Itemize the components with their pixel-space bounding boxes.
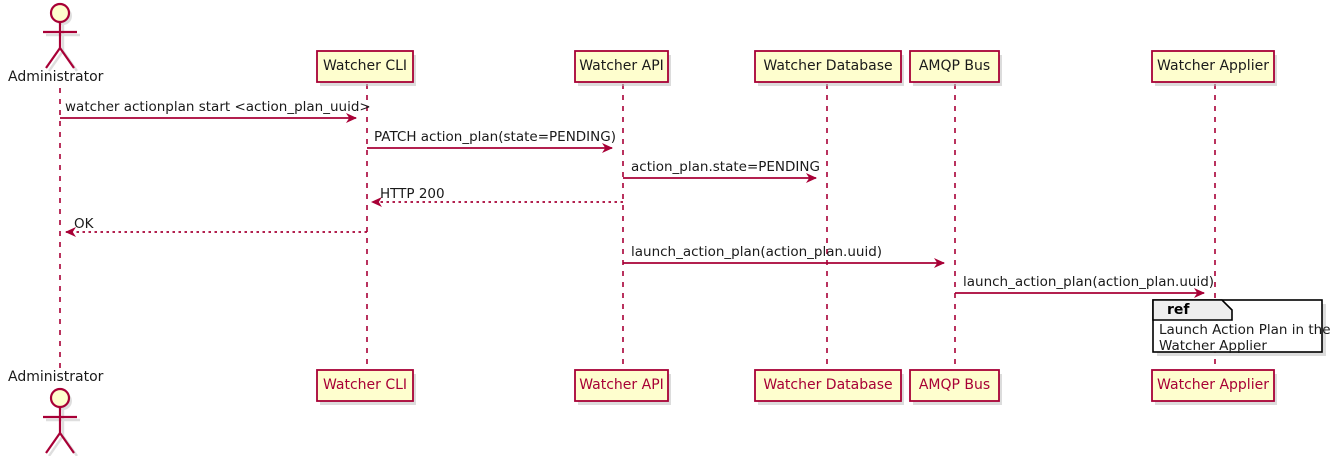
participant-label-watcher-applier-bottom: Watcher Applier xyxy=(1157,377,1269,393)
participant-label-watcher-api-top: Watcher API xyxy=(579,58,664,74)
participant-label-amqp-bus-bottom: AMQP Bus xyxy=(918,377,991,393)
ref-block-shape xyxy=(1152,299,1326,356)
actor-head-icon-bottom xyxy=(49,387,71,409)
participant-label-watcher-cli-bottom: Watcher CLI xyxy=(322,377,408,393)
participant-box-amqp-bus-top[interactable] xyxy=(909,50,1000,83)
actor-head-icon xyxy=(49,2,71,24)
ref-block-tab xyxy=(1152,299,1233,321)
ref-block-line-1: Launch Action Plan in the xyxy=(1159,322,1330,338)
participant-box-watcher-applier-bottom[interactable] xyxy=(1151,369,1275,402)
lifelines xyxy=(59,84,1216,370)
message-label-action-plan-state-pending: action_plan.state=PENDING xyxy=(631,159,820,175)
participant-box-watcher-applier-top[interactable] xyxy=(1151,50,1275,83)
message-label-http-200: HTTP 200 xyxy=(380,186,445,202)
participant-label-watcher-database-top: Watcher Database xyxy=(763,58,893,74)
actor-label-administrator-top: Administrator xyxy=(8,69,104,85)
participant-label-watcher-database-bottom: Watcher Database xyxy=(763,377,893,393)
participant-label-watcher-applier-top: Watcher Applier xyxy=(1157,58,1269,74)
ref-block-tab-label: ref xyxy=(1167,302,1190,318)
message-label-launch-action-plan-bus-to-applier: launch_action_plan(action_plan.uuid) xyxy=(963,274,1215,290)
message-label-actionplan-start: watcher actionplan start <action_plan_uu… xyxy=(65,99,371,115)
participant-label-watcher-cli-top: Watcher CLI xyxy=(322,58,408,74)
participant-box-watcher-cli-bottom[interactable] xyxy=(316,369,414,402)
participant-boxes-bottom xyxy=(316,369,1277,405)
message-label-launch-action-plan-api-to-bus: launch_action_plan(action_plan.uuid) xyxy=(631,244,883,260)
participant-box-watcher-api-top[interactable] xyxy=(574,50,669,83)
participant-box-watcher-api-bottom[interactable] xyxy=(574,369,669,402)
ref-block-line-2: Watcher Applier xyxy=(1159,338,1267,354)
actor-administrator-bottom xyxy=(43,387,80,456)
participant-box-watcher-database-top[interactable] xyxy=(754,50,902,83)
message-label-ok: OK xyxy=(74,216,94,232)
participant-label-watcher-api-bottom: Watcher API xyxy=(579,377,664,393)
participant-label-amqp-bus-top: AMQP Bus xyxy=(918,58,991,74)
participant-box-amqp-bus-bottom[interactable] xyxy=(909,369,1000,402)
message-label-patch-action-plan: PATCH action_plan(state=PENDING) xyxy=(374,129,616,145)
participant-box-watcher-cli-top[interactable] xyxy=(316,50,414,83)
message-arrows xyxy=(60,113,1205,298)
actor-administrator-top xyxy=(43,2,80,72)
actor-label-administrator-bottom: Administrator xyxy=(8,369,104,385)
participant-box-watcher-database-bottom[interactable] xyxy=(754,369,902,402)
participant-boxes-top xyxy=(316,50,1277,86)
